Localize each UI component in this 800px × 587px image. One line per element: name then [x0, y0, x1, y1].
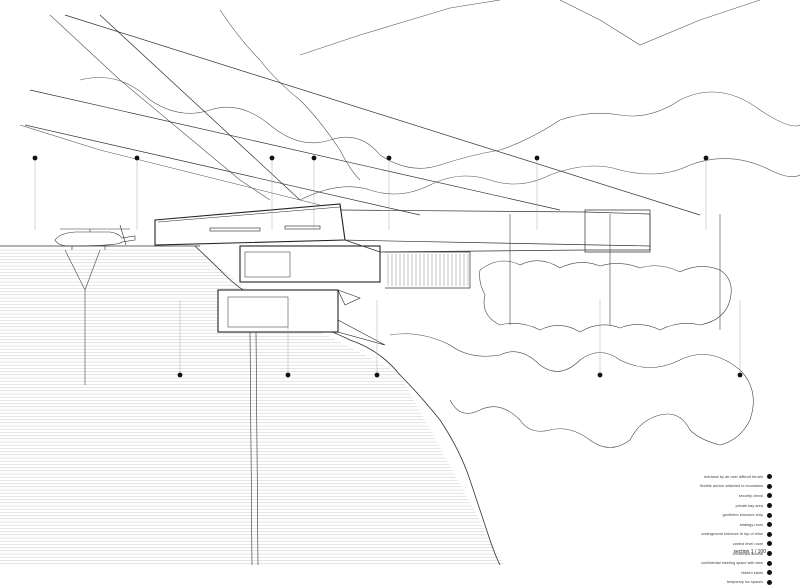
- helicopter: [54, 224, 136, 250]
- legend-marker-icon: [767, 474, 772, 480]
- legend-item: control level room: [622, 539, 772, 549]
- legend-marker-icon: [767, 512, 772, 518]
- callout-dot-icon: [737, 372, 743, 378]
- legend-item: confidential meeting space with view: [622, 558, 772, 568]
- legend-marker-icon: [767, 493, 772, 499]
- legend-item-label: underground entrance to top of mine: [701, 532, 763, 537]
- legend-item-label: temporary lux spaces: [726, 580, 763, 585]
- mountain-lines: [19, 0, 800, 206]
- callout-dot-icon: [177, 372, 183, 378]
- callout-dot-icon: [386, 155, 392, 161]
- legend-item: temporary lux spaces: [622, 578, 772, 587]
- legend-item-label: geotherm structure strip: [722, 513, 763, 518]
- anchor-support: [64, 249, 101, 385]
- legend-item: strategy room: [622, 520, 772, 530]
- legend-marker-icon: [767, 522, 772, 528]
- legend-item: flexible anchor attached to mountains: [622, 482, 772, 492]
- cliff-edge: [194, 245, 501, 565]
- legend-marker-icon: [767, 570, 772, 576]
- callout-dot-icon: [534, 155, 540, 161]
- callout-dot-icon: [134, 155, 140, 161]
- scale-label: section 1 / 100: [733, 549, 766, 555]
- legend-item: entrance by air over difficult terrain: [622, 472, 772, 482]
- legend-item: geotherm structure strip: [622, 510, 772, 520]
- cantilever-deck: [339, 209, 651, 289]
- hanging-cables: [509, 214, 721, 330]
- legend-marker-icon: [767, 579, 772, 585]
- callout-dot-icon: [374, 372, 380, 378]
- foundation-pile: [249, 331, 259, 565]
- callout-dot-icon: [311, 155, 317, 161]
- legend-item-label: control level room: [732, 541, 763, 546]
- callout-dot-icon: [703, 155, 709, 161]
- callout-dot-icon: [597, 372, 603, 378]
- legend-item-label: connected access: [732, 551, 763, 556]
- callout-dot-icon: [32, 155, 38, 161]
- legend-item: connected access: [622, 549, 772, 559]
- legend-item-label: confidential meeting space with view: [701, 561, 763, 566]
- legend-item: underground entrance to top of mine: [622, 530, 772, 540]
- legend-item: security check: [622, 491, 772, 501]
- legend-item-label: security check: [738, 493, 763, 498]
- legend-item-label: flexible anchor attached to mountains: [699, 484, 763, 489]
- legend-marker-icon: [767, 541, 772, 547]
- legend-marker-icon: [767, 560, 772, 566]
- callout-dot-icon: [269, 155, 275, 161]
- legend: entrance by air over difficult terrain fl…: [622, 472, 772, 587]
- legend-item-label: entrance by air over difficult terrain: [704, 474, 763, 479]
- cave-outlines: [389, 260, 754, 448]
- legend-marker-icon: [767, 551, 772, 557]
- deck-hatch: [387, 254, 469, 286]
- legend-item-label: hidden stairs: [741, 570, 763, 575]
- legend-marker-icon: [767, 531, 772, 537]
- cable-lines: [24, 14, 701, 216]
- callout-markers: [32, 155, 743, 378]
- legend-item-label: strategy room: [739, 522, 763, 527]
- legend-item: private bay area: [622, 501, 772, 511]
- legend-marker-icon: [767, 483, 772, 489]
- building: [154, 203, 386, 346]
- legend-marker-icon: [767, 503, 772, 509]
- legend-item: hidden stairs: [622, 568, 772, 578]
- legend-item-label: private bay area: [735, 503, 763, 508]
- section-drawing: [0, 0, 800, 565]
- callout-dot-icon: [285, 372, 291, 378]
- ground-hatch: [0, 249, 504, 564]
